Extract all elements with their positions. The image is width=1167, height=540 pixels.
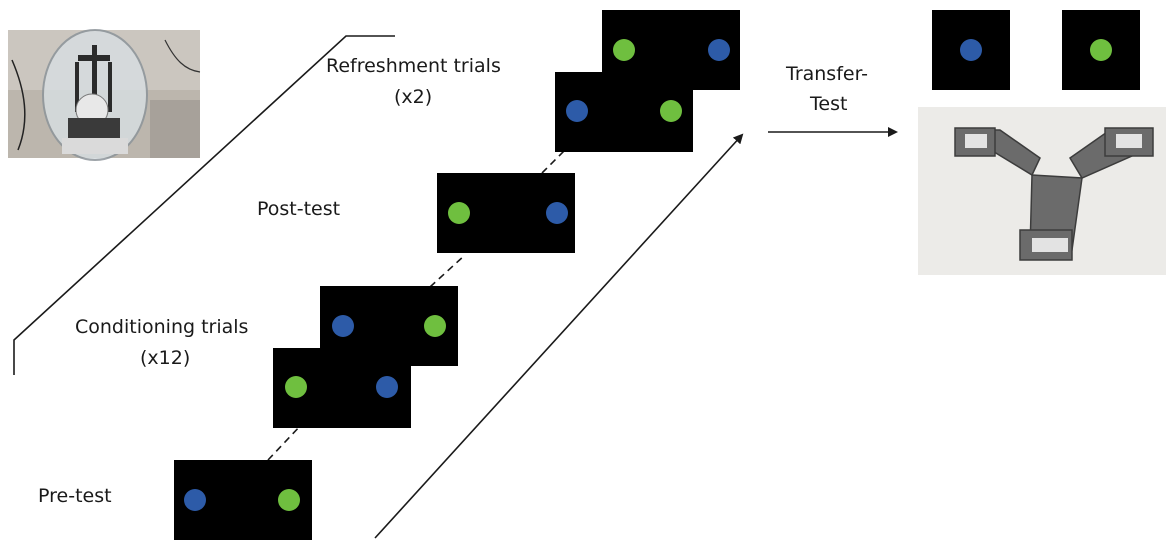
blue-dot	[566, 100, 588, 122]
conditioning-screen-front	[273, 348, 411, 428]
green-dot	[660, 100, 682, 122]
refreshment-screen-back	[602, 10, 740, 90]
pretest-label: Pre-test	[38, 485, 112, 507]
pretest-screen	[174, 460, 312, 540]
blue-dot	[376, 376, 398, 398]
green-dot	[448, 202, 470, 224]
posttest-label: Post-test	[257, 198, 340, 220]
apparatus-photo	[8, 29, 201, 161]
dashed-connector	[429, 254, 466, 288]
dashed-connector	[541, 134, 581, 174]
progression-arrow	[374, 133, 744, 539]
transfer-label-line1: Transfer-	[785, 63, 868, 85]
posttest-screen	[437, 173, 575, 253]
y-maze-photo	[918, 107, 1166, 275]
conditioning-label-line1: Conditioning trials	[75, 316, 248, 338]
blue-dot	[332, 315, 354, 337]
dashed-connector	[267, 423, 303, 461]
blue-dot	[960, 39, 982, 61]
transfer-label-line2: Test	[809, 93, 847, 115]
blue-dot	[708, 39, 730, 61]
refreshment-screen-front	[555, 72, 693, 152]
green-dot	[1090, 39, 1112, 61]
green-dot	[285, 376, 307, 398]
transfer-stimulus-blue	[932, 10, 1010, 90]
conditioning-label-line2: (x12)	[140, 347, 190, 369]
refreshment-label-line1: Refreshment trials	[326, 55, 501, 77]
transfer-stimulus-green	[1062, 10, 1140, 90]
refreshment-label-line2: (x2)	[394, 86, 432, 108]
green-dot	[424, 315, 446, 337]
green-dot	[278, 489, 300, 511]
timeline-bracket	[13, 35, 395, 375]
blue-dot	[546, 202, 568, 224]
blue-dot	[184, 489, 206, 511]
green-dot	[613, 39, 635, 61]
